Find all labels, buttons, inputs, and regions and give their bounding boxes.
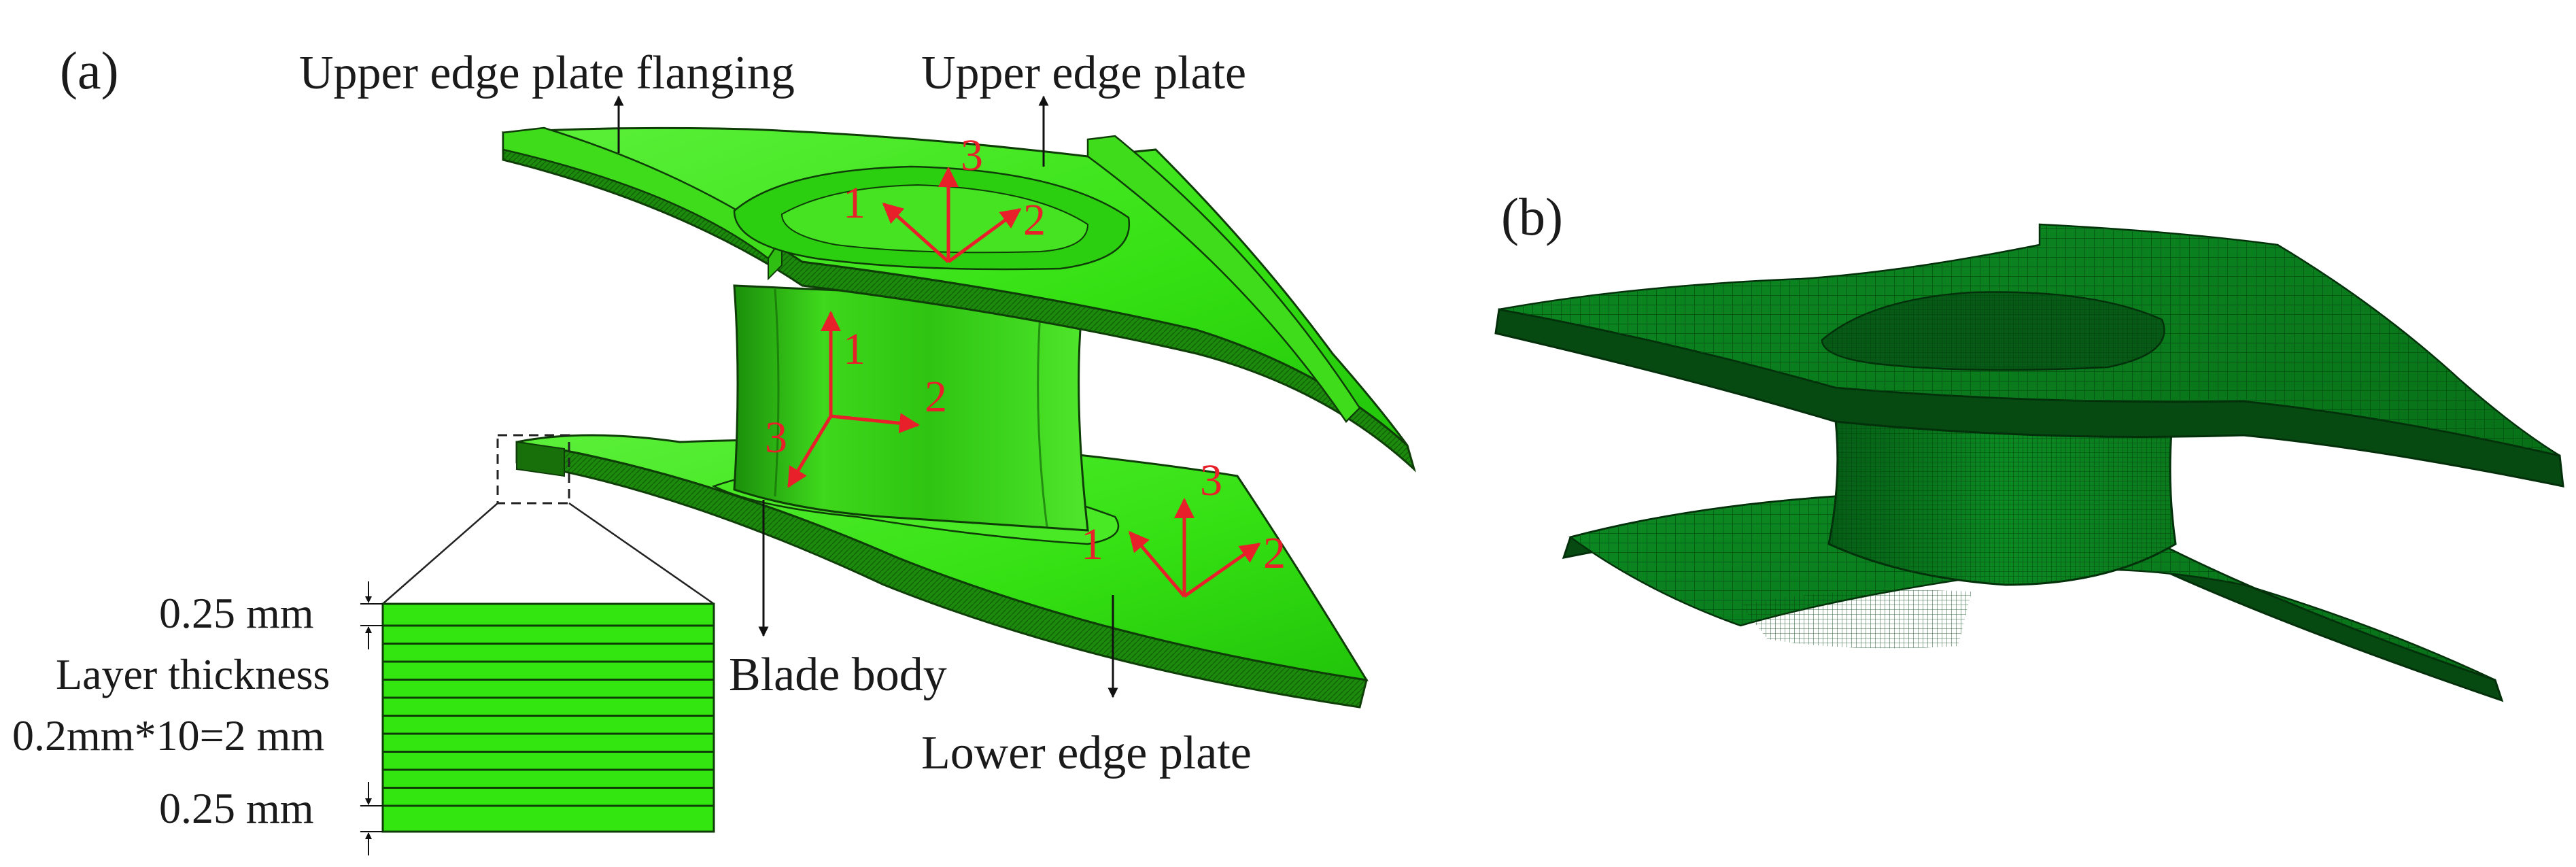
layer-stack-detail	[381, 602, 715, 833]
panel-a: (a)	[12, 41, 1416, 855]
label-upper-plate-flanging: Upper edge plate flanging	[299, 47, 795, 99]
upper-axis-1: 1	[843, 178, 865, 228]
detail-marker-box	[496, 434, 570, 505]
blade-axis-1: 1	[843, 324, 865, 374]
blade-body	[733, 284, 1089, 532]
lower-axis-2: 2	[1263, 528, 1286, 578]
panel-b: (b)	[1494, 187, 2564, 702]
upper-axis-3: 3	[961, 131, 983, 180]
axis-triad-lower: 1 2 3	[1081, 456, 1286, 598]
dim-layer-formula: 0.2mm*10=2 mm	[12, 711, 324, 760]
axis-triad-blade: 1 2 3	[765, 311, 947, 488]
blade-axis-3: 3	[765, 413, 787, 462]
upper-axis-2: 2	[1023, 195, 1046, 245]
dimension-annotations: 0.25 mm Layer thickness 0.2mm*10=2 mm 0.…	[12, 581, 383, 855]
blade-axis-2: 2	[925, 372, 947, 422]
label-blade-body: Blade body	[729, 649, 947, 701]
mesh-upper-edge-plate	[1494, 223, 2564, 488]
axis-triad-upper: 1 2 3	[843, 131, 1046, 264]
lower-axis-1: 1	[1081, 520, 1103, 569]
dim-layer-label: Layer thickness	[56, 650, 330, 698]
layer-lines	[383, 624, 714, 807]
panel-b-label: (b)	[1501, 187, 1563, 246]
lower-axis-3: 3	[1200, 456, 1222, 505]
label-lower-plate: Lower edge plate	[921, 727, 1252, 779]
dim-bottom-skin: 0.25 mm	[159, 784, 314, 832]
upper-edge-plate	[502, 126, 1416, 473]
panel-a-label: (a)	[60, 41, 119, 100]
label-upper-plate: Upper edge plate	[921, 47, 1246, 99]
dim-top-skin: 0.25 mm	[159, 589, 314, 637]
